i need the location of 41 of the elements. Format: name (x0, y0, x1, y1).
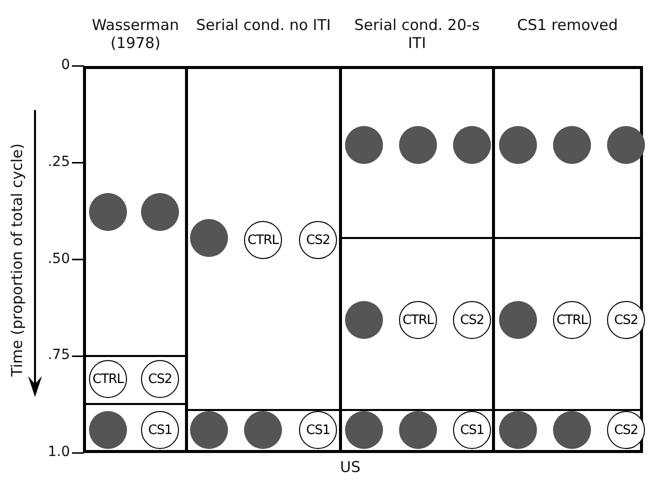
filled-circle (190, 411, 228, 449)
filled-circle (141, 193, 179, 231)
filled-circle (399, 126, 437, 164)
stimulus-circle: CTRL (553, 301, 591, 339)
filled-circle (499, 126, 537, 164)
stimulus-circle: CS1 (141, 411, 179, 449)
filled-circle (345, 126, 383, 164)
filled-circle (190, 219, 228, 257)
stimulus-circle: CTRL (399, 301, 437, 339)
filled-circle (89, 193, 127, 231)
tick-label: .25 (48, 154, 70, 170)
filled-circle (499, 301, 537, 339)
filled-circle (499, 411, 537, 449)
filled-circle (89, 411, 127, 449)
axis-label: US (340, 458, 361, 476)
tick-label: 0 (61, 57, 70, 73)
column-heading: CS1 removed (516, 16, 619, 34)
stimulus-circle: CS1 (299, 411, 337, 449)
stimulus-circle: CS2 (141, 360, 179, 398)
stimulus-circle: CS2 (299, 221, 337, 259)
filled-circle (553, 126, 591, 164)
tick-label: .50 (48, 250, 70, 266)
axis-title: Time (proportion of total cycle) (8, 143, 26, 377)
stimulus-circle: CTRL (244, 221, 282, 259)
filled-circle (553, 411, 591, 449)
stimulus-circle: CS2 (607, 301, 645, 339)
stimulus-circle: CTRL (89, 360, 127, 398)
filled-circle (345, 301, 383, 339)
stimulus-circle: CS2 (453, 301, 491, 339)
stimulus-circle: CS2 (607, 411, 645, 449)
stimulus-circle: CS1 (453, 411, 491, 449)
tick-label: 1.0 (48, 444, 70, 460)
filled-circle (607, 126, 645, 164)
filled-circle (453, 126, 491, 164)
tick-label: .75 (48, 347, 70, 364)
column-heading: Serial cond. 20-s ITI (353, 16, 481, 52)
filled-circle (244, 411, 282, 449)
column-heading: Serial cond. no ITI (195, 16, 332, 34)
filled-circle (345, 411, 383, 449)
filled-circle (399, 411, 437, 449)
column-heading: Wasserman (1978) (90, 16, 180, 52)
